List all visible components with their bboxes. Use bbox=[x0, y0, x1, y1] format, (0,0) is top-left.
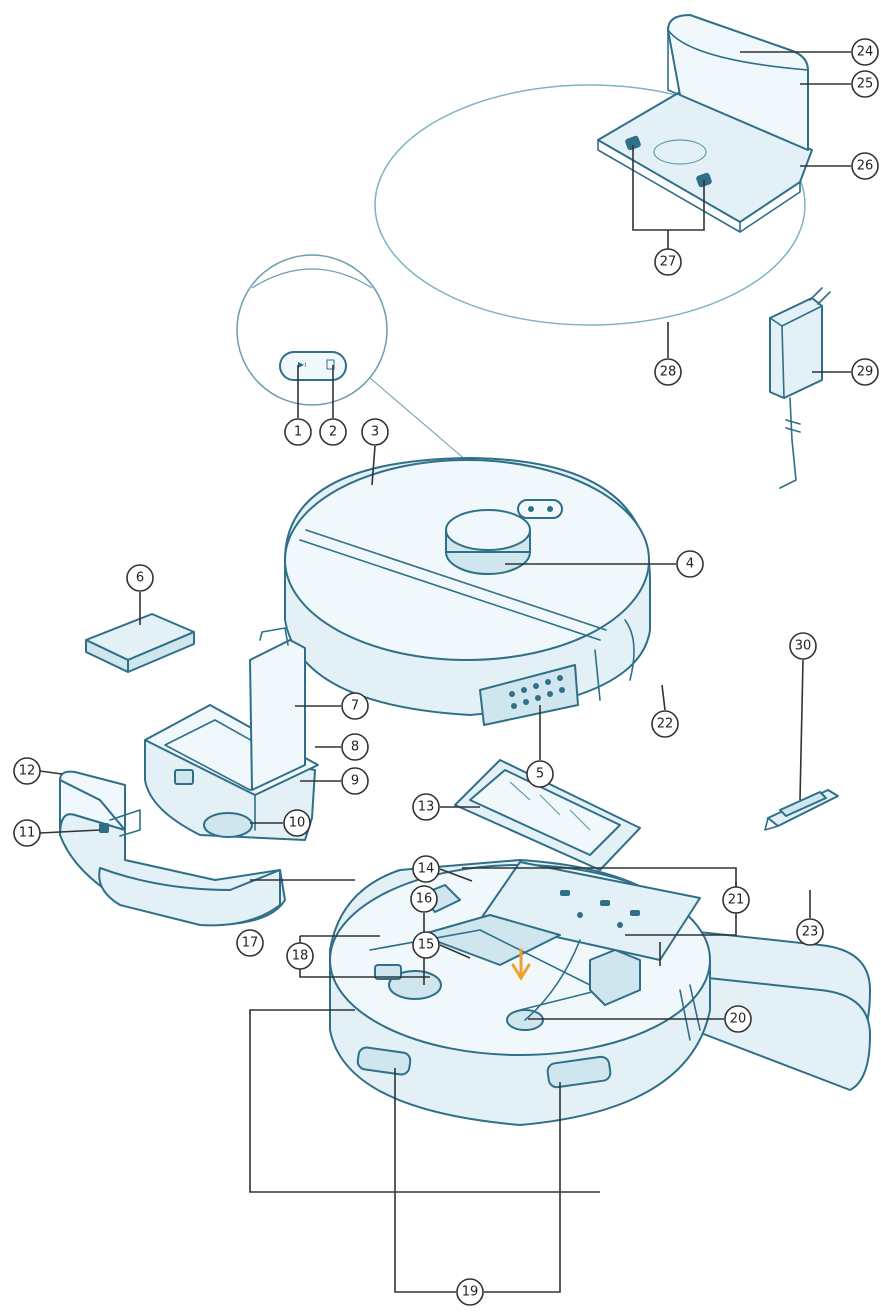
leader-lines bbox=[39, 51, 851, 1293]
svg-text:4: 4 bbox=[686, 557, 694, 572]
callout-11: 11 bbox=[13, 819, 41, 847]
direction-arrow-icon bbox=[511, 948, 531, 981]
svg-text:22: 22 bbox=[657, 717, 674, 732]
callout-17: 17 bbox=[236, 929, 264, 957]
callout-1: 1 bbox=[284, 418, 312, 446]
callout-7: 7 bbox=[341, 692, 369, 720]
callout-6: 6 bbox=[126, 564, 154, 592]
svg-text:29: 29 bbox=[857, 365, 874, 380]
svg-text:20: 20 bbox=[730, 1012, 747, 1027]
svg-text:30: 30 bbox=[795, 639, 812, 654]
svg-text:6: 6 bbox=[136, 571, 144, 586]
callout-22: 22 bbox=[651, 710, 679, 738]
svg-text:2: 2 bbox=[329, 425, 337, 440]
callout-8: 8 bbox=[341, 733, 369, 761]
callout-10: 10 bbox=[283, 809, 311, 837]
svg-text:▶ı: ▶ı bbox=[298, 360, 306, 369]
callout-30: 30 bbox=[789, 632, 817, 660]
svg-text:23: 23 bbox=[802, 925, 819, 940]
svg-text:19: 19 bbox=[462, 1285, 479, 1300]
svg-text:1: 1 bbox=[294, 425, 302, 440]
callout-12: 12 bbox=[13, 757, 41, 785]
svg-text:17: 17 bbox=[242, 936, 259, 951]
callout-25: 25 bbox=[851, 70, 879, 98]
dust-bin bbox=[144, 627, 319, 841]
svg-text:21: 21 bbox=[728, 893, 745, 908]
callout-4: 4 bbox=[676, 550, 704, 578]
svg-text:18: 18 bbox=[292, 949, 309, 964]
water-tank bbox=[59, 770, 286, 927]
callout-26: 26 bbox=[851, 152, 879, 180]
svg-text:14: 14 bbox=[418, 862, 435, 877]
callout-13: 13 bbox=[412, 793, 440, 821]
callout-16: 16 bbox=[410, 885, 438, 913]
charging-dock bbox=[597, 14, 813, 233]
callout-23: 23 bbox=[796, 918, 824, 946]
robot-top-cover bbox=[284, 457, 651, 726]
svg-text:15: 15 bbox=[418, 938, 435, 953]
cleaning-tool bbox=[764, 789, 839, 831]
svg-text:10: 10 bbox=[289, 816, 306, 831]
callout-29: 29 bbox=[851, 358, 879, 386]
svg-text:25: 25 bbox=[857, 77, 874, 92]
callout-27: 27 bbox=[654, 248, 682, 276]
brush-guard bbox=[454, 759, 641, 871]
callout-20: 20 bbox=[724, 1005, 752, 1033]
power-adapter bbox=[769, 287, 831, 489]
svg-text:24: 24 bbox=[857, 45, 874, 60]
svg-text:7: 7 bbox=[351, 699, 359, 714]
callout-2: 2 bbox=[319, 418, 347, 446]
svg-text:28: 28 bbox=[660, 365, 677, 380]
svg-text:5: 5 bbox=[536, 767, 544, 782]
robot-bottom bbox=[329, 859, 711, 1126]
callout-28: 28 bbox=[654, 358, 682, 386]
svg-text:26: 26 bbox=[857, 159, 874, 174]
button-zoom-detail: ▶ı bbox=[236, 254, 531, 516]
callout-24: 24 bbox=[851, 38, 879, 66]
callout-21: 21 bbox=[722, 886, 750, 914]
dock-mat bbox=[374, 84, 806, 326]
callout-19: 19 bbox=[456, 1278, 484, 1306]
svg-text:8: 8 bbox=[351, 740, 359, 755]
svg-text:11: 11 bbox=[19, 826, 36, 841]
callout-3: 3 bbox=[361, 418, 389, 446]
svg-text:12: 12 bbox=[19, 764, 36, 779]
svg-text:27: 27 bbox=[660, 255, 677, 270]
svg-text:16: 16 bbox=[416, 892, 433, 907]
filter bbox=[85, 613, 195, 673]
callout-18: 18 bbox=[286, 942, 314, 970]
callout-14: 14 bbox=[412, 855, 440, 883]
callout-badges: 1 2 3 4 5 6 7 8 9 10 11 12 13 14 15 16 1… bbox=[13, 38, 879, 1306]
callout-5: 5 bbox=[526, 760, 554, 788]
callout-9: 9 bbox=[341, 767, 369, 795]
svg-text:13: 13 bbox=[418, 800, 435, 815]
callout-15: 15 bbox=[412, 931, 440, 959]
svg-text:9: 9 bbox=[351, 774, 359, 789]
svg-text:3: 3 bbox=[371, 425, 379, 440]
